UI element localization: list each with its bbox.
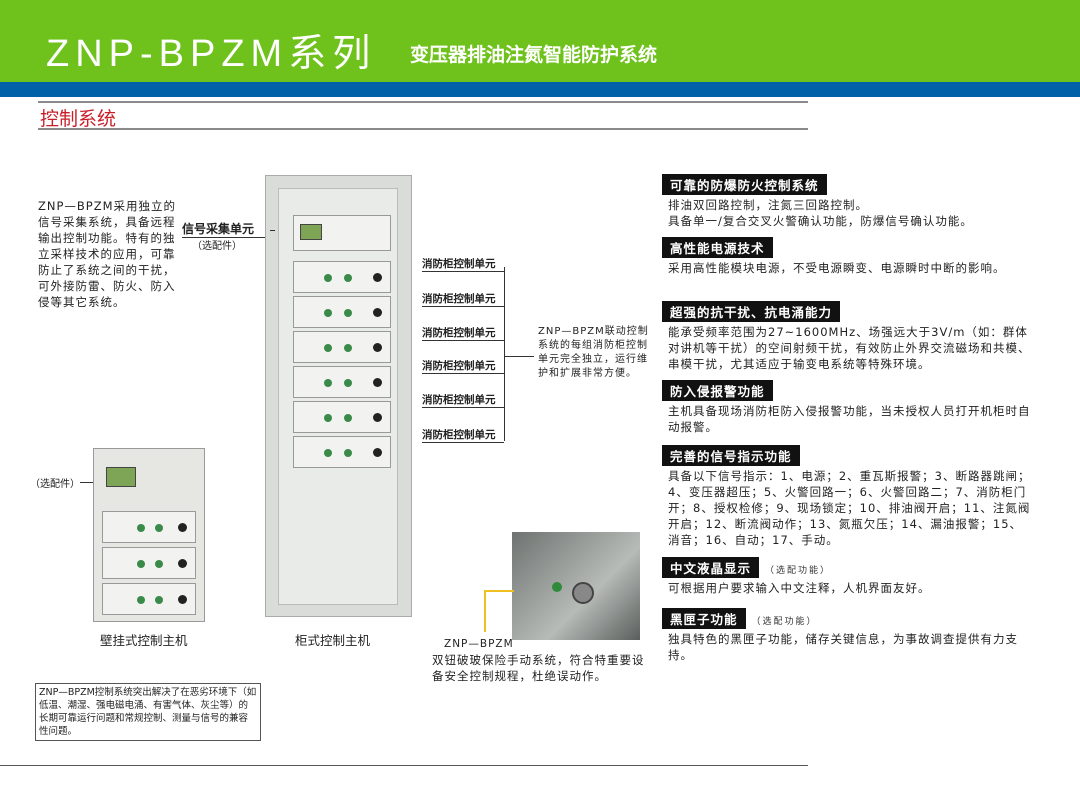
feature-body: 可根据用户要求输入中文注释，人机界面友好。	[668, 581, 931, 595]
header-blue-band	[0, 82, 1080, 97]
feature-block: 超强的抗干扰、抗电涌能力能承受频率范围为27~1600MHz、场强远大于3V/m…	[662, 301, 1032, 372]
left-intro-text: ZNP—BPZM采用独立的信号采集系统，具备远程输出控制功能。特有的独立采样技术…	[38, 199, 177, 309]
unit-label: 消防柜控制单元	[422, 325, 504, 341]
feature-title: 高性能电源技术	[662, 237, 773, 258]
unit-label: 消防柜控制单元	[422, 392, 504, 408]
feature-block: 完善的信号指示功能具备以下信号指示：1、电源；2、重瓦斯报警；3、断路器跳闸；4…	[662, 445, 1032, 548]
feature-body: 排油双回路控制，注氮三回路控制。 具备单一/复合交叉火警确认功能，防爆信号确认功…	[668, 198, 973, 228]
linkage-note: ZNP—BPZM联动控制系统的每组消防柜控制单元完全独立，运行维护和扩展非常方便…	[538, 326, 649, 379]
feature-body: 具备以下信号指示：1、电源；2、重瓦斯报警；3、断路器跳闸；4、变压器超压；5、…	[668, 469, 1031, 547]
control-module	[293, 331, 391, 363]
control-module	[293, 261, 391, 293]
manual-button-photo	[512, 532, 640, 640]
feature-option-note: （选配功能）	[765, 566, 832, 576]
unit-label: 消防柜控制单元	[422, 427, 504, 443]
footer-divider	[0, 765, 808, 766]
unit-label: 消防柜控制单元	[422, 358, 504, 374]
feature-body: 采用高性能模块电源，不受电源瞬变、电源瞬时中断的影响。	[668, 261, 1006, 275]
product-subtitle: 变压器排油注氮智能防护系统	[410, 44, 658, 66]
feature-title: 超强的抗干扰、抗电涌能力	[662, 301, 841, 322]
unit-label: 消防柜控制单元	[422, 291, 504, 307]
feature-body: 能承受频率范围为27~1600MHz、场强远大于3V/m（如：群体对讲机等干扰）…	[668, 325, 1031, 371]
connector-line	[504, 356, 534, 357]
feature-title: 完善的信号指示功能	[662, 445, 800, 466]
feature-body: 独具特色的黑匣子功能，储存关键信息，为事故调查提供有力支持。	[668, 632, 1018, 662]
feature-title: 黑匣子功能	[662, 608, 746, 629]
photo-model-label: ZNP—BPZM	[444, 638, 514, 650]
feature-block: 可靠的防爆防火控制系统排油双回路控制，注氮三回路控制。 具备单一/复合交叉火警确…	[662, 174, 1032, 229]
cabinet-host-caption: 柜式控制主机	[295, 633, 371, 648]
signal-unit-label: 信号采集单元	[182, 220, 272, 238]
feature-block: 防入侵报警功能主机具备现场消防柜防入侵报警功能，当未授权人员打开机柜时自动报警。	[662, 380, 1032, 435]
bottom-note-box: ZNP—BPZM控制系统突出解决了在恶劣环境下（如低温、潮湿、强电磁电涌、有害气…	[35, 683, 261, 741]
feature-body: 主机具备现场消防柜防入侵报警功能，当未授权人员打开机柜时自动报警。	[668, 404, 1031, 434]
divider	[38, 101, 808, 103]
header-banner	[0, 0, 1080, 82]
wall-optional-note: （选配件）	[30, 479, 80, 490]
signal-unit-note: （选配件）	[192, 241, 242, 252]
wall-mounted-control-host-image	[93, 448, 205, 622]
cabinet-door	[278, 188, 398, 605]
signal-collection-module	[293, 215, 391, 251]
section-title: 控制系统	[40, 108, 117, 130]
feature-title: 防入侵报警功能	[662, 380, 773, 401]
divider	[38, 128, 808, 130]
feature-block: 高性能电源技术采用高性能模块电源，不受电源瞬变、电源瞬时中断的影响。	[662, 237, 1032, 276]
cabinet-control-host-image	[265, 175, 412, 617]
control-module	[293, 296, 391, 328]
feature-title: 中文液晶显示	[662, 557, 760, 578]
control-module	[293, 366, 391, 398]
control-module	[293, 401, 391, 433]
photo-caption-text: 双钮破玻保险手动系统，符合特重要设备安全控制规程，杜绝误动作。	[432, 653, 645, 683]
product-series-title: ZNP-BPZM系列	[46, 33, 377, 75]
feature-block: 黑匣子功能 （选配功能） 独具特色的黑匣子功能，储存关键信息，为事故调查提供有力支持…	[662, 608, 1032, 663]
feature-title: 可靠的防爆防火控制系统	[662, 174, 827, 195]
unit-label: 消防柜控制单元	[422, 256, 504, 272]
feature-option-note: （选配功能）	[751, 617, 818, 627]
wall-host-caption: 壁挂式控制主机	[100, 633, 188, 648]
bracket-line	[504, 267, 505, 441]
control-module	[293, 436, 391, 468]
feature-block: 中文液晶显示 （选配功能） 可根据用户要求输入中文注释，人机界面友好。	[662, 557, 1032, 596]
